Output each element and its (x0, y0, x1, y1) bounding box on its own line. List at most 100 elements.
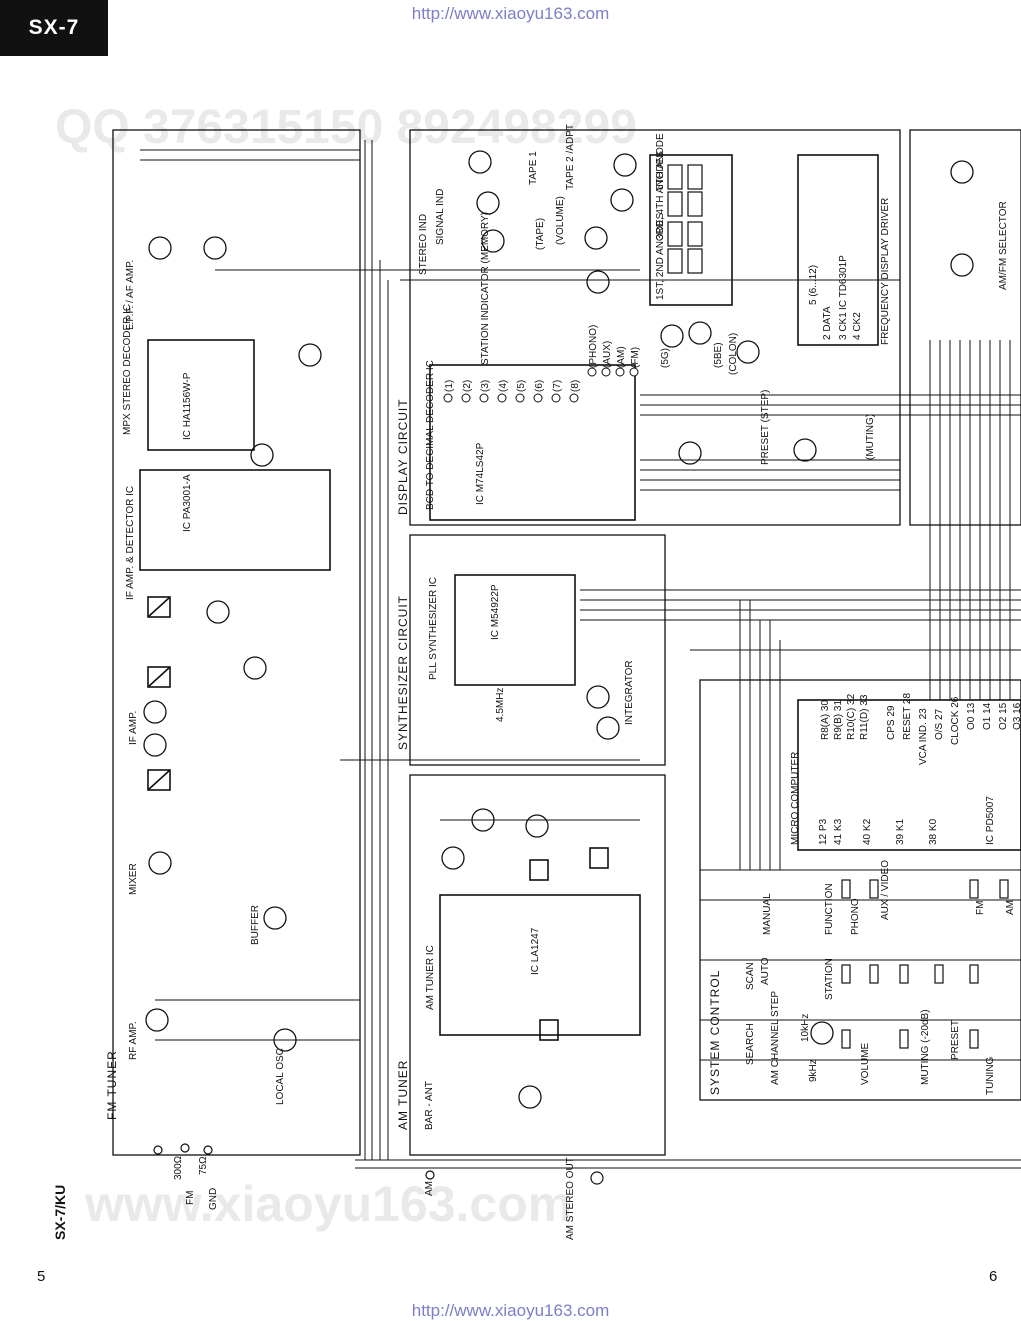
antenna-75-label: 75Ω (198, 1156, 209, 1175)
tape2-label: TAPE 2 /ADPT (565, 124, 576, 190)
system-control-frame (699, 679, 1021, 1101)
display-circuit-frame (409, 129, 901, 526)
station-led-4: (4) (498, 379, 509, 392)
pd5007-pin-r10: R10(C) 32 (846, 693, 857, 740)
station-led-3: (3) (480, 379, 491, 392)
fm-button-label: FM (975, 900, 986, 915)
am-channel-step-label: AM CHANNEL STEP (770, 990, 781, 1085)
volume-ind-label: (VOLUME) (555, 196, 566, 245)
model-variant-label: SX-7/KU (52, 1184, 68, 1240)
rf-amp-label: RF AMP. (128, 1021, 139, 1060)
system-control-label: SYSTEM CONTROL (708, 969, 722, 1095)
am-tuner-ic-label: AM TUNER IC (425, 945, 436, 1010)
ic-pa3001-body (139, 469, 331, 571)
am-fm-selector-label: AM/FM SELECTOR (998, 201, 1009, 290)
indicator-5be: (5BE) (713, 342, 724, 368)
manual-label: MANUAL (762, 893, 773, 935)
ic-la1247-label: IC LA1247 (530, 927, 541, 975)
aux-video-label: AUX / VIDEO (880, 859, 891, 920)
ic-td6301-label: IC TD6301P (838, 255, 849, 310)
station-led-1: (1) (444, 379, 455, 392)
am-terminal-label: AM (424, 1181, 435, 1196)
page-number-left: 5 (37, 1268, 46, 1285)
gnd-terminal-label: GND (208, 1187, 219, 1210)
muting-control-label: MUTING (-20dB) (920, 1009, 931, 1085)
indicator-5g: (5G) (660, 348, 671, 368)
tape-ind-label: (TAPE) (535, 217, 546, 250)
search-label: SEARCH (745, 1023, 756, 1065)
pd5007-pin-r9: R9(B) 31 (833, 699, 844, 740)
station-indicator-label: STATION INDICATOR (MEMORY) (480, 212, 491, 365)
station-led-7: (7) (552, 379, 563, 392)
integrator-label: INTEGRATOR (624, 660, 635, 725)
fm-tuner-label: FM TUNER (105, 1050, 119, 1120)
ic-m54922-label: IC M54922P (490, 584, 501, 640)
stereo-ind-label: STEREO IND (418, 213, 429, 275)
station-led-5: (5) (516, 379, 527, 392)
bar-ant-label: BAR - ANT (424, 1081, 435, 1130)
source-led-phono: (PHONO) (588, 324, 599, 368)
phono-label: PHONO (850, 898, 861, 935)
am-fm-selector-frame (909, 129, 1021, 526)
td6301-pin-ck2: 4 CK2 (852, 312, 863, 340)
if-amp-detector-label: IF AMP. & DETECTOR IC (125, 485, 136, 600)
source-url-bottom[interactable]: http://www.xiaoyu163.com (411, 1301, 610, 1320)
indicator-colon: (COLON) (728, 332, 739, 375)
10khz-label: 10kHz (800, 1013, 811, 1042)
pd5007-pin-k0: 38 K0 (928, 818, 939, 845)
pd5007-pin-o3: O3 16 (1012, 702, 1021, 730)
freq-display-driver-label: FREQUENCY DISPLAY DRIVER (880, 197, 891, 345)
fm-terminal-label: FM (185, 1190, 196, 1205)
signal-ind-label: SIGNAL IND (435, 188, 446, 245)
td6301-pin-ck1: 3 CK1 (838, 312, 849, 340)
fm-tuner-frame (112, 129, 361, 1156)
anode-5th-label: 5TH ANODE (655, 133, 666, 190)
micro-computer-label: MICRO COMPUTER (790, 751, 801, 845)
pd5007-pin-r8: R8(A) 30 (820, 699, 831, 740)
source-led-fm: (FM) (630, 346, 641, 368)
buffer-label: BUFFER (250, 905, 261, 945)
tape1-label: TAPE 1 (528, 151, 539, 185)
ic-ha1156-label: IC HA1156W-P (182, 372, 193, 440)
function-label: FUNCTION (824, 883, 835, 935)
synth-circuit-frame (409, 534, 666, 766)
pll-synth-label: PLL SYNTHESIZER IC (428, 577, 439, 680)
am-tuner-frame (409, 774, 666, 1156)
ic-pd5007-body (797, 699, 1021, 851)
source-led-am: (AM) (616, 346, 627, 368)
station-label: STATION (824, 958, 835, 1000)
pd5007-pin-os: O/S 27 (934, 708, 945, 740)
pd5007-pin-p3: 12 P3 (818, 818, 829, 845)
9khz-label: 9kHz (808, 1059, 819, 1082)
muting-label: (MUTING) (865, 413, 876, 460)
display-circuit-label: DISPLAY CIRCUIT (396, 398, 410, 515)
auto-label: AUTO (760, 957, 771, 985)
pd5007-pin-k3: 41 K3 (833, 818, 844, 845)
td6301-pin-data: 2 DATA (822, 306, 833, 340)
pd5007-pin-o0: O0 13 (966, 702, 977, 730)
td6301-pin-5: 5 (6...12) (808, 264, 819, 305)
model-badge: SX-7 (0, 0, 108, 56)
if-amp-label: IF AMP. (128, 710, 139, 745)
pd5007-pin-r11: R11(D) 33 (859, 694, 870, 740)
source-url-top[interactable]: http://www.xiaoyu163.com (411, 4, 610, 23)
freq-display-body (649, 154, 733, 306)
page-number-right: 6 (989, 1268, 998, 1285)
ic-pa3001-label: IC PA3001-A (182, 474, 193, 532)
station-led-2: (2) (462, 379, 473, 392)
tuning-label: TUNING (985, 1056, 996, 1095)
antenna-300-label: 300Ω (173, 1155, 184, 1180)
mixer-label: MIXER (128, 863, 139, 895)
ic-ha1156-body (147, 339, 255, 451)
pd5007-pin-cps: CPS 29 (886, 705, 897, 740)
ic-pd5007-label: IC PD5007 (985, 796, 996, 845)
pd5007-pin-reset: RESET 28 (902, 692, 913, 740)
preset-label: PRESET (950, 1019, 961, 1060)
ic-m74ls42-body (429, 364, 636, 521)
pd5007-pin-k1: 39 K1 (895, 818, 906, 845)
pd5007-pin-vca: VCA IND. 23 (918, 708, 929, 765)
preset-step-label: PRESET (STEP) (760, 389, 771, 465)
station-led-6: (6) (534, 379, 545, 392)
